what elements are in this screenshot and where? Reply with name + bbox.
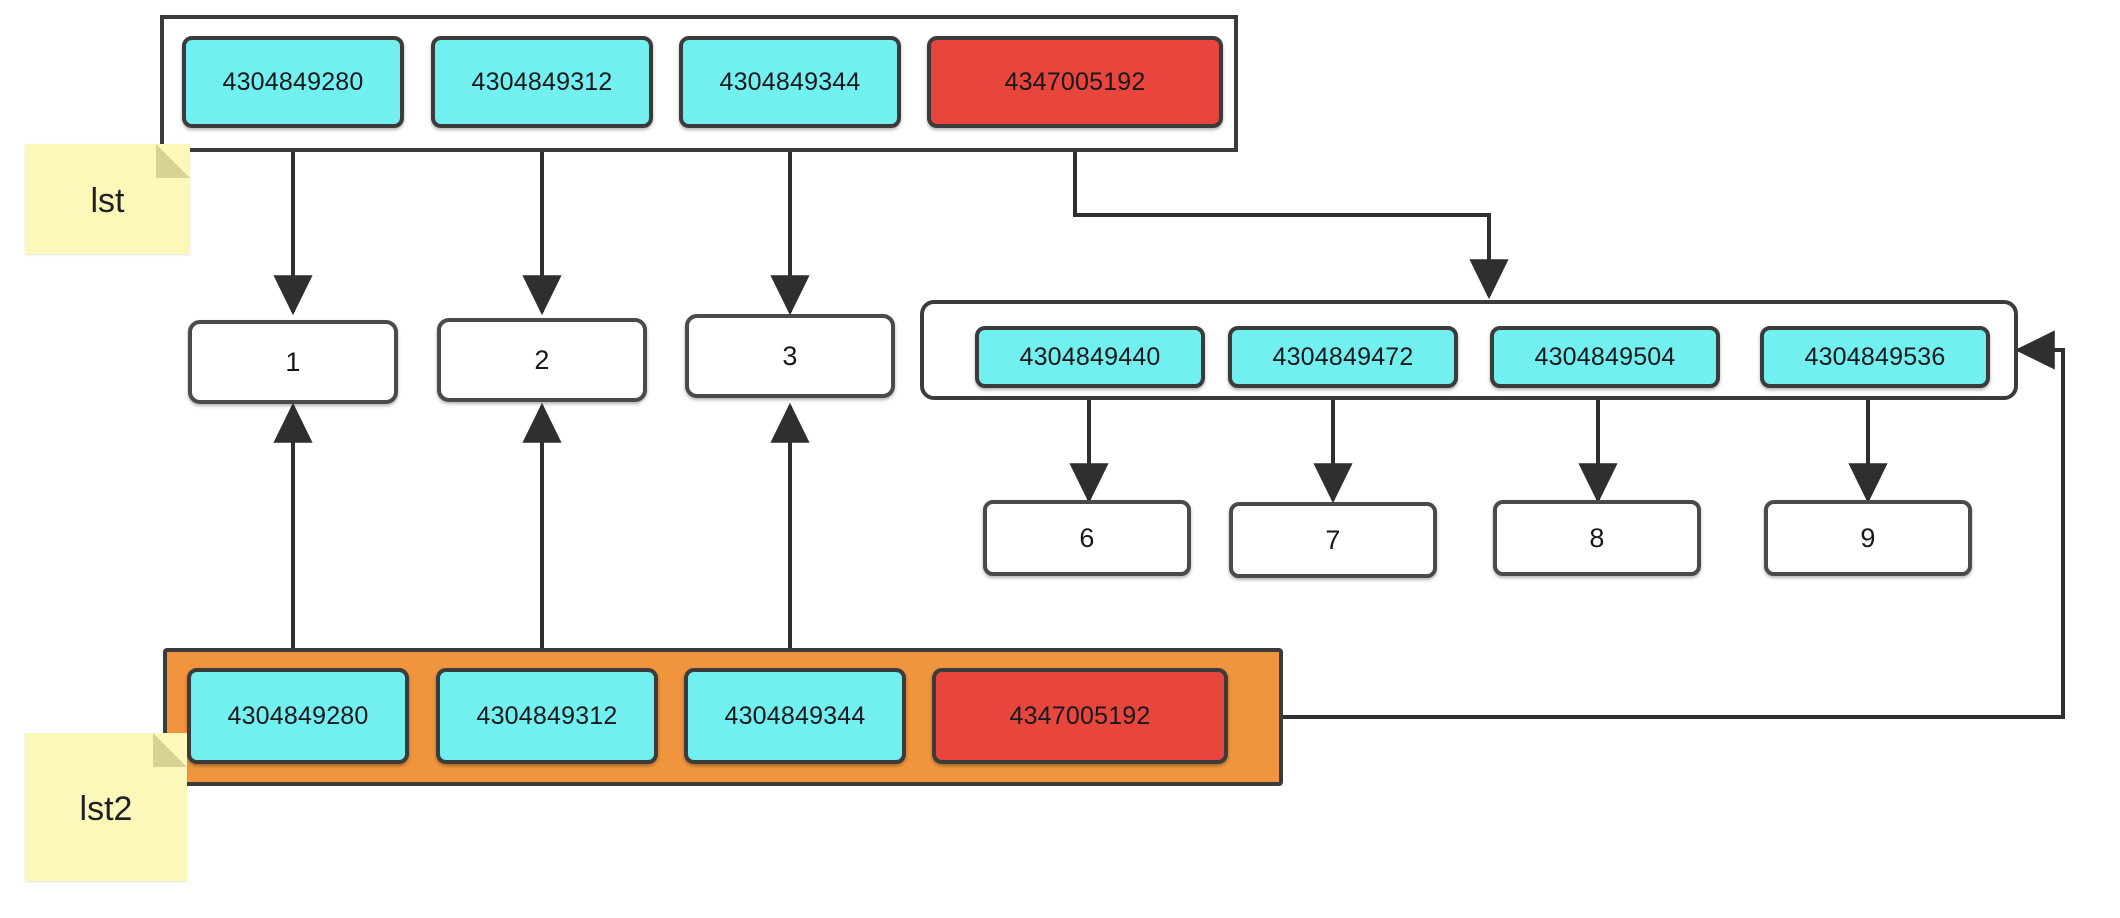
lst2-cell-2[interactable]: 4304849344 [684, 668, 906, 764]
inner-list-cell-0-label: 4304849440 [1019, 342, 1161, 371]
inner-list-cell-0[interactable]: 4304849440 [975, 326, 1205, 388]
lst2-cell-0[interactable]: 4304849280 [187, 668, 409, 764]
lst-cell-0[interactable]: 4304849280 [182, 36, 404, 128]
value-box-6[interactable]: 6 [983, 500, 1191, 576]
inner-list-cell-3-label: 4304849536 [1804, 342, 1946, 371]
lst-cell-0-label: 4304849280 [222, 67, 364, 96]
sticky-note-lst[interactable]: lst [25, 144, 190, 254]
note-fold-icon [156, 144, 190, 178]
inner-list-cell-2[interactable]: 4304849504 [1490, 326, 1720, 388]
lst-cell-1-label: 4304849312 [471, 67, 613, 96]
lst2-cell-1[interactable]: 4304849312 [436, 668, 658, 764]
sticky-note-lst-label: lst [90, 181, 125, 220]
value-box-9[interactable]: 9 [1764, 500, 1972, 576]
inner-list-cell-2-label: 4304849504 [1534, 342, 1676, 371]
inner-list-cell-1[interactable]: 4304849472 [1228, 326, 1458, 388]
lst2-cell-2-label: 4304849344 [724, 701, 866, 730]
lst2-cell-1-label: 4304849312 [476, 701, 618, 730]
value-box-7[interactable]: 7 [1229, 502, 1437, 578]
value-box-3[interactable]: 3 [685, 314, 895, 398]
lst-cell-3-label: 4347005192 [1004, 67, 1146, 96]
lst2-cell-0-label: 4304849280 [227, 701, 369, 730]
inner-list-cell-1-label: 4304849472 [1272, 342, 1414, 371]
lst-cell-2[interactable]: 4304849344 [679, 36, 901, 128]
lst2-cell-3-label: 4347005192 [1009, 701, 1151, 730]
value-box-2[interactable]: 2 [437, 318, 647, 402]
value-box-1-label: 1 [285, 346, 301, 377]
value-box-2-label: 2 [534, 344, 550, 375]
inner-list-cell-3[interactable]: 4304849536 [1760, 326, 1990, 388]
value-box-9-label: 9 [1860, 522, 1876, 553]
value-box-7-label: 7 [1325, 524, 1341, 555]
value-box-6-label: 6 [1079, 522, 1095, 553]
lst-cell-1[interactable]: 4304849312 [431, 36, 653, 128]
lst-cell-3[interactable]: 4347005192 [927, 36, 1223, 128]
wire-lst-3-to-inner-list [1073, 140, 1509, 300]
value-box-8[interactable]: 8 [1493, 500, 1701, 576]
lst2-cell-3[interactable]: 4347005192 [932, 668, 1228, 764]
sticky-note-lst2-label: lst2 [79, 789, 133, 828]
lst-cell-2-label: 4304849344 [719, 67, 861, 96]
sticky-note-lst2[interactable]: lst2 [25, 733, 187, 881]
value-box-1[interactable]: 1 [188, 320, 398, 404]
value-box-8-label: 8 [1589, 522, 1605, 553]
value-box-3-label: 3 [782, 340, 798, 371]
note-fold-icon [153, 733, 187, 767]
